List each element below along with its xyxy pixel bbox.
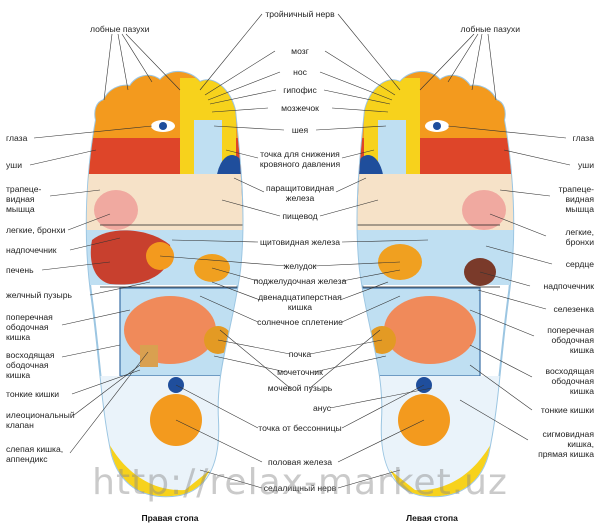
label-eyes: глаза [573,133,595,143]
label-gallbladder: желчный пузырь [6,290,73,300]
label-ileocecal-1: илеоциональный [6,410,75,420]
label-trapezius-1: трапеце- [559,184,595,194]
label-stomach: желудок [284,261,317,271]
label-liver: печень [6,265,34,275]
label-sinuses: лобные пазухи [90,24,150,34]
label-ears: уши [6,160,22,170]
label-pancreas: поджелудочная железа [254,276,347,286]
label-transverse-1: поперечная [547,325,594,335]
left-foot-labels: лобные пазухи глаза уши трапеце- видная … [461,24,595,459]
label-duodenum-1: двенадцатиперстная [258,292,342,302]
label-descending-1: восходящая [545,366,594,376]
label-small-intestine: тонкие кишки [541,405,594,415]
label-ascending-1: восходящая [6,350,55,360]
caption-left-foot: Левая стопа [406,513,458,523]
label-heart: сердце [566,259,594,269]
label-bladder: мочевой пузырь [268,383,333,393]
label-ileocecal-2: клапан [6,420,34,430]
label-neck: шея [292,125,309,135]
label-sigmoid-1: сигмовидная [543,429,595,439]
label-transverse-2: ободочная [6,322,49,332]
label-ascending-3: кишка [6,370,30,380]
label-descending-2: ободочная [551,376,594,386]
label-sciatic: седалищный нерв [264,483,337,493]
leader-lines [29,13,571,489]
watermark: http://relax-market.uz [92,462,508,503]
label-trapezius-3: мышца [565,204,594,214]
caption-right-foot: Правая стопа [141,513,198,523]
label-parathyroid-1: паращитовидная [266,183,334,193]
label-ascending-2: ободочная [6,360,49,370]
center-labels: тройничный нерв мозг нос гипофис мозжечо… [254,9,347,493]
label-small-intestine: тонкие кишки [6,389,59,399]
label-trapezius-2: видная [6,194,35,204]
label-spleen: селезенка [554,304,595,314]
label-caecum-2: аппендикс [6,454,48,464]
label-transverse-1: поперечная [6,312,53,322]
label-transverse-2: ободочная [551,335,594,345]
label-nose: нос [293,67,308,77]
label-eyes: глаза [6,133,28,143]
label-pituitary: гипофис [283,85,317,95]
label-trapezius-3: мышца [6,204,35,214]
label-sinuses: лобные пазухи [461,24,521,34]
label-ears: уши [578,160,594,170]
label-adrenal: надпочечник [543,281,594,291]
label-duodenum-2: кишка [288,302,312,312]
label-lungs: легкие, бронхи [6,225,66,235]
label-kidney: почка [289,349,312,359]
label-trigeminal: тройничный нерв [265,9,335,19]
label-insomnia: точка от бессонницы [258,423,341,433]
label-lungs-2: бронхи [566,237,595,247]
label-bp-1: точка для снижения [260,149,340,159]
label-adrenal: надпочечник [6,245,57,255]
label-ureter: мочеточник [277,367,323,377]
label-sigmoid-2: кишка, [567,439,594,449]
label-descending-3: кишка [570,386,594,396]
label-lungs-1: легкие, [565,227,594,237]
label-gonad: половая железа [268,457,332,467]
label-solar: солнечное сплетение [257,317,343,327]
label-trapezius-1: трапеце- [6,184,42,194]
label-esophagus: пищевод [282,211,317,221]
label-brain: мозг [291,46,309,56]
label-trapezius-2: видная [565,194,594,204]
label-bp-2: кровяного давления [260,159,341,169]
label-transverse-3: кишка [570,345,594,355]
label-thyroid: щитовидная железа [260,237,340,247]
right-foot-labels: лобные пазухи глаза уши трапеце- видная … [6,24,150,464]
label-sigmoid-3: прямая кишка [538,449,594,459]
label-parathyroid-2: железа [286,193,315,203]
label-transverse-3: кишка [6,332,30,342]
label-caecum-1: слепая кишка, [6,444,63,454]
label-anus: анус [313,403,332,413]
label-cerebellum: мозжечок [281,103,319,113]
